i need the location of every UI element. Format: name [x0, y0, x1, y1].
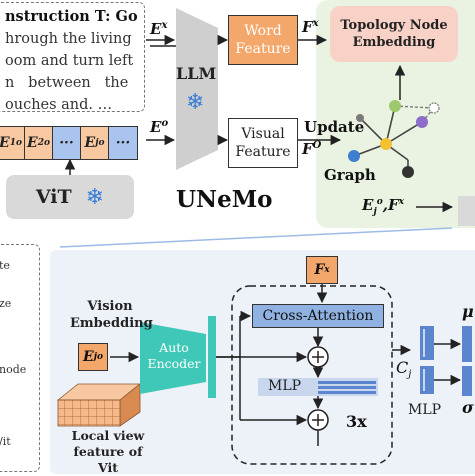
- outer-mlp-label: MLP: [408, 402, 442, 418]
- auto-encoder-label: Auto Encoder: [147, 340, 201, 371]
- fo-label: FO: [302, 140, 322, 158]
- legend-fragment-3: node: [0, 363, 27, 376]
- green-output-label: Ejo,Fx: [362, 196, 404, 217]
- legend-fragment-4: /it: [0, 435, 11, 448]
- graph-icon: [348, 100, 440, 178]
- llm-block: [176, 8, 218, 170]
- legend-fragment-1: te: [0, 259, 10, 272]
- cross-attention-box: Cross-Attention: [252, 304, 384, 328]
- instruction-line-1: nstruction T: Go: [5, 8, 138, 25]
- graph-label: Graph: [324, 166, 376, 184]
- inner-mlp-label: MLP: [268, 378, 302, 394]
- cj-label: Cj: [396, 358, 412, 381]
- ex-label: Ex: [150, 20, 168, 38]
- eo-label: Eo: [150, 118, 169, 136]
- topology-node-embedding-box: Topology Node Embedding: [330, 6, 458, 62]
- legend-box: te ze node /it: [0, 244, 40, 472]
- model-title: UNeMo: [176, 186, 273, 213]
- mu-label: μ: [462, 302, 474, 321]
- word-feature-box: Word Feature: [228, 15, 298, 65]
- fx-label: Fx: [302, 18, 319, 36]
- local-view-label: Local view feature of Vit: [71, 428, 145, 475]
- vision-embedding-label: Vision Embedding: [70, 299, 153, 331]
- instruction-line-5: ouches and. …: [5, 97, 113, 112]
- instruction-line-3: oom and turn left: [5, 53, 134, 69]
- auto-encoder-block: [140, 322, 206, 394]
- instruction-box: nstruction T: Go hrough the living oom a…: [0, 2, 145, 112]
- instruction-line-2: hrough the living: [5, 31, 132, 47]
- llm-label: LLM: [176, 64, 217, 83]
- detail-panel: [50, 250, 475, 474]
- token-ellipsis-2: ···: [109, 127, 137, 159]
- vit-label: ViT: [35, 186, 72, 208]
- legend-fragment-2: ze: [0, 297, 12, 310]
- token-ellipsis-1: ···: [53, 127, 81, 159]
- visual-feature-box: Visual Feature: [228, 118, 298, 168]
- snowflake-icon: ❄: [85, 184, 105, 210]
- llm-snowflake-icon: ❄: [186, 90, 205, 115]
- repeat-label: 3x: [346, 412, 367, 431]
- update-label: Update: [304, 118, 365, 136]
- instruction-line-4: n between the: [5, 75, 129, 91]
- sigma-label: σ: [462, 398, 474, 417]
- vit-block: ViT ❄: [6, 175, 134, 219]
